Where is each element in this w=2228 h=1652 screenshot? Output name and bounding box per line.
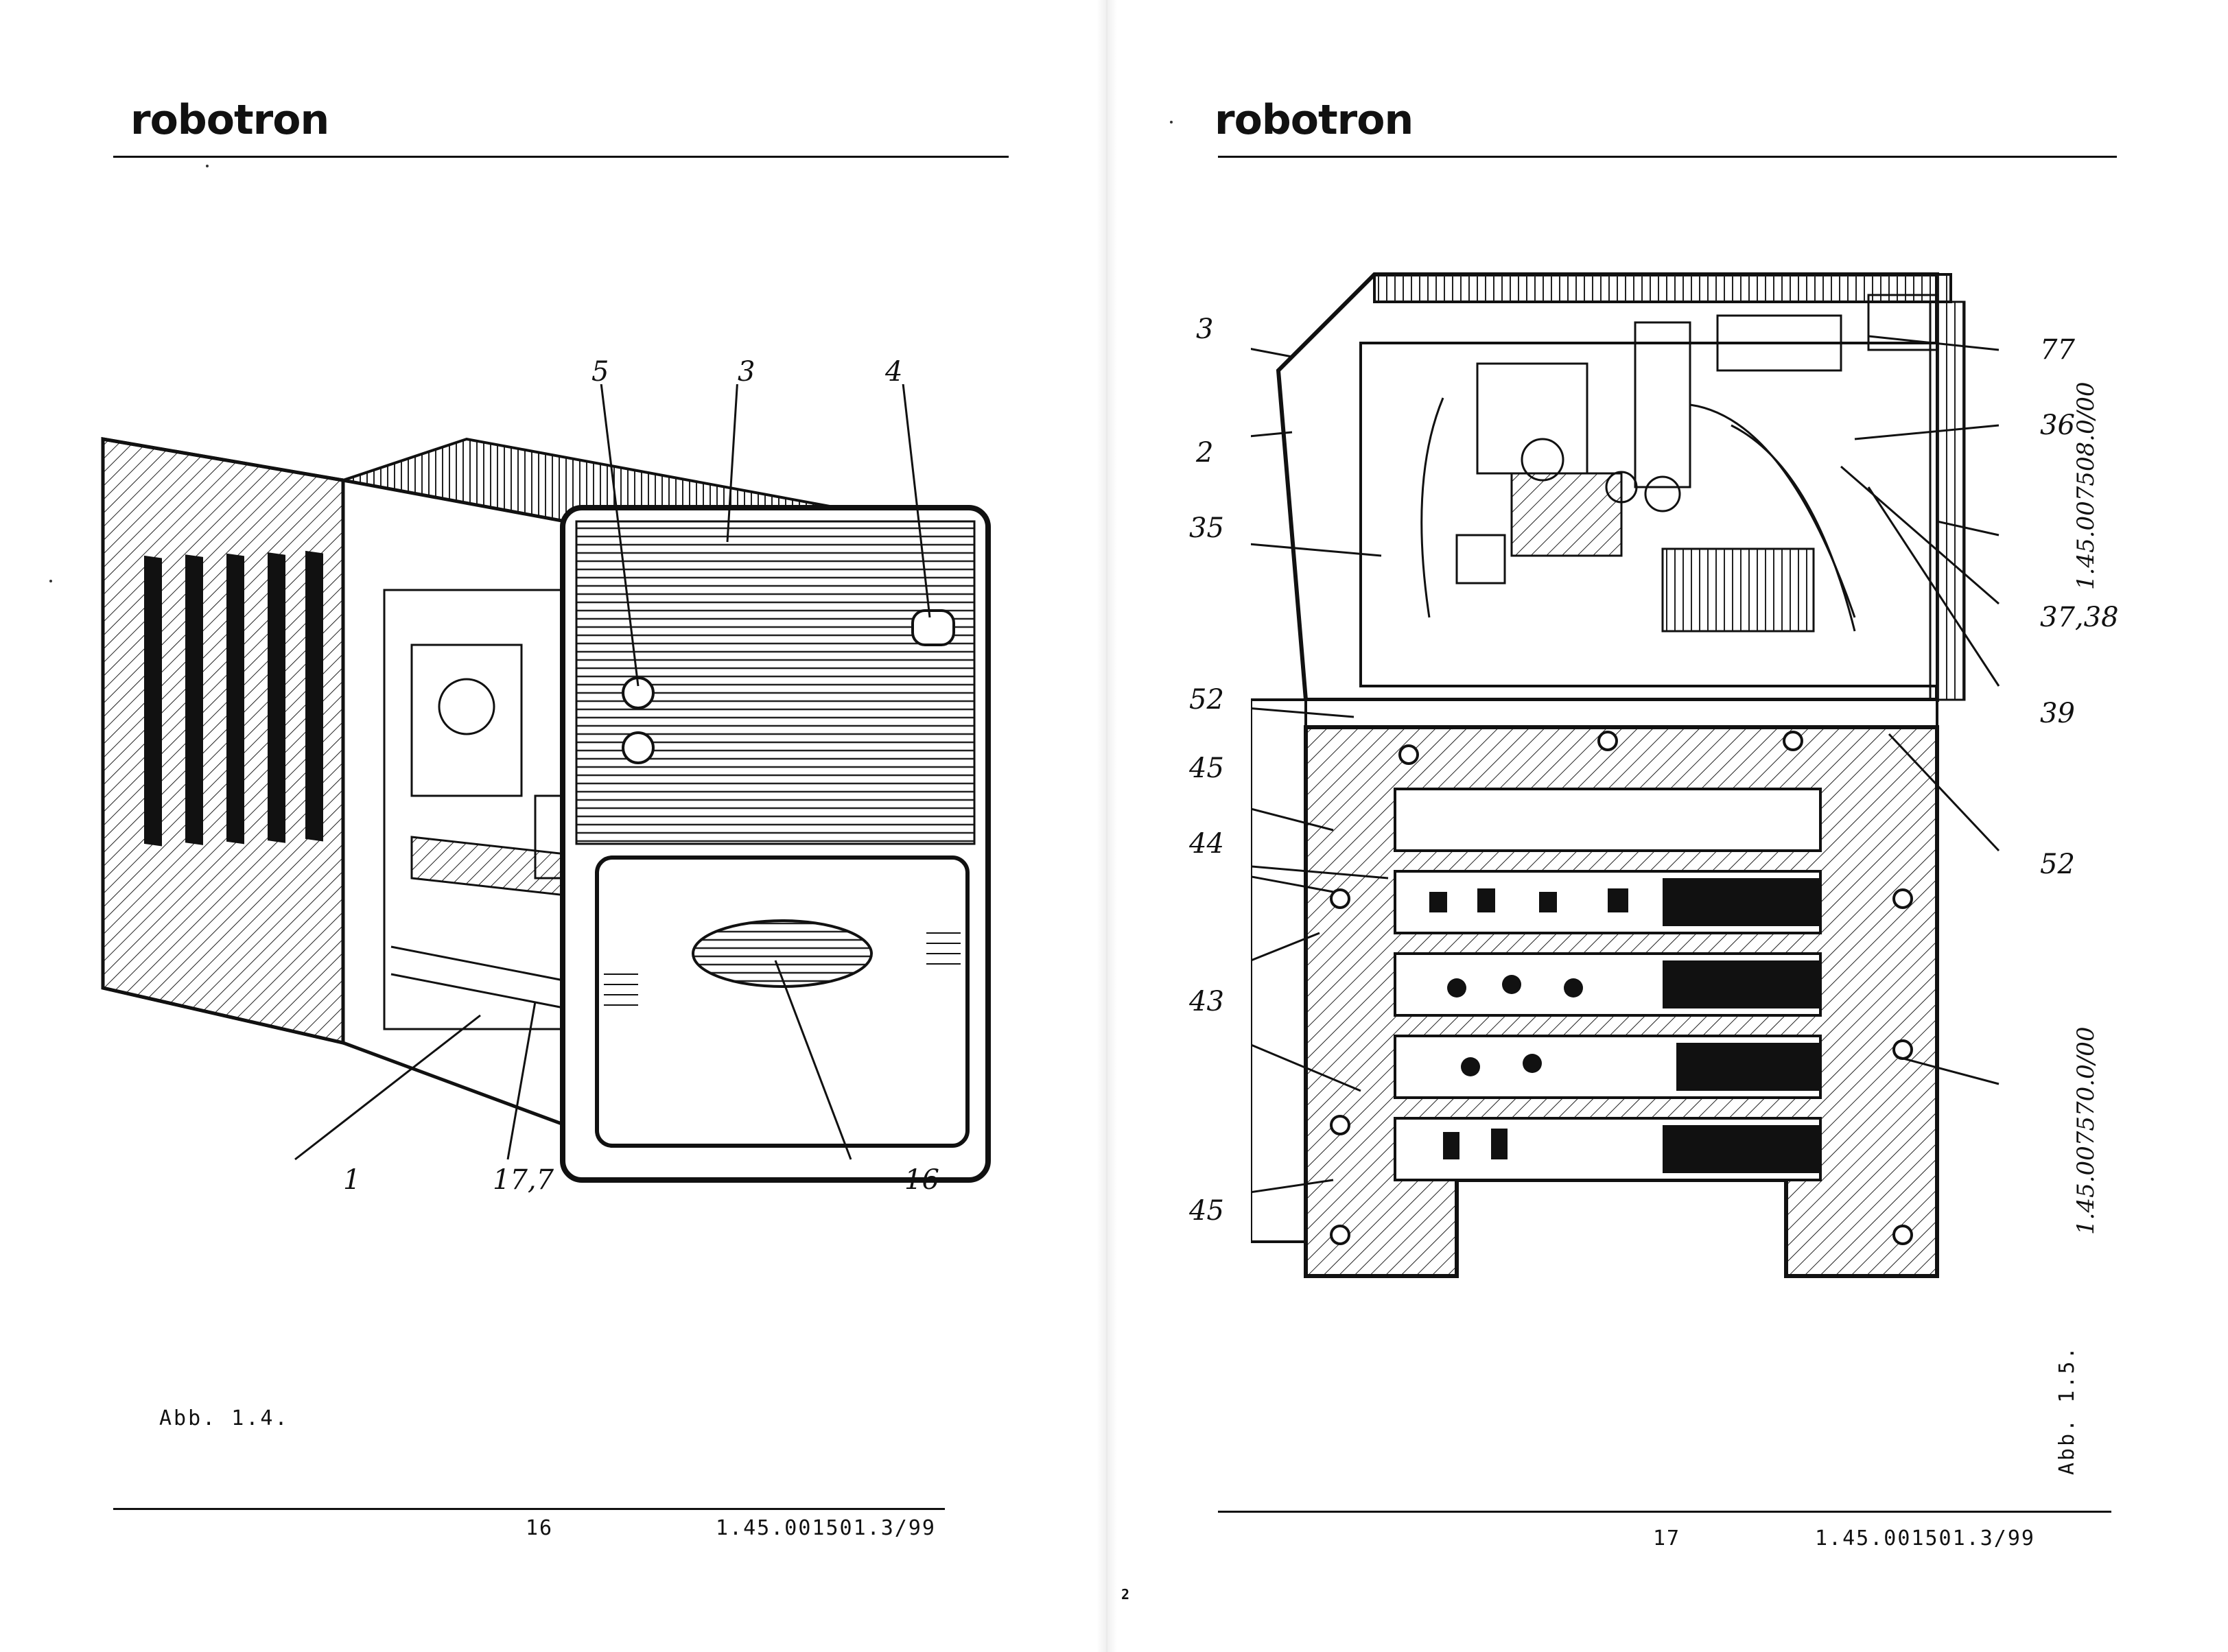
reference-number: 1.45.007570.0/00	[2072, 1026, 2100, 1235]
callout-5: 5	[591, 356, 609, 388]
figure-1-4-illustration	[101, 384, 991, 1183]
figure-caption: Abb. 1.4.	[159, 1406, 290, 1430]
callout-1: 1	[343, 1164, 361, 1196]
callout-17-7: 17,7	[493, 1164, 554, 1196]
callout-77: 77	[2040, 334, 2075, 366]
callout-44: 44	[1189, 828, 1224, 860]
scan-speck	[206, 165, 209, 167]
callout-2: 2	[1196, 437, 1214, 469]
header-rule	[113, 156, 1009, 158]
right-page: robotron	[1114, 0, 2228, 1652]
page-gutter	[1097, 0, 1117, 1652]
callout-36: 36	[2040, 410, 2075, 441]
callout-45: 45	[1189, 1195, 1224, 1227]
figure-1-5-illustration	[1251, 272, 2000, 1278]
callout-37-38: 37,38	[2040, 602, 2119, 633]
callout-39: 39	[2040, 698, 2075, 729]
page-number: 17	[1653, 1526, 1681, 1550]
page-number: 16	[526, 1516, 554, 1540]
callout-4: 4	[885, 356, 903, 388]
callout-35: 35	[1189, 512, 1224, 544]
reference-number: 1.45.007508.0/00	[2072, 381, 2100, 590]
document-number: 1.45.001501.3/99	[1815, 1526, 2035, 1550]
scan-speck	[1170, 121, 1173, 123]
footer-rule	[113, 1508, 945, 1510]
document-number: 1.45.001501.3/99	[716, 1516, 936, 1540]
callout-16: 16	[904, 1164, 939, 1196]
gutter-mark: 2	[1121, 1586, 1130, 1603]
callout-3: 3	[1196, 314, 1214, 345]
brand-logo: robotron	[130, 96, 329, 144]
header-rule	[1218, 156, 2117, 158]
callout-45: 45	[1189, 753, 1224, 784]
figure-caption: Abb. 1.5.	[2055, 1345, 2079, 1475]
callout-43: 43	[1189, 986, 1224, 1017]
callout-52: 52	[1189, 684, 1224, 716]
brand-logo: robotron	[1215, 96, 1414, 144]
callout-3: 3	[738, 356, 755, 388]
callout-52: 52	[2040, 849, 2075, 880]
scan-speck	[49, 580, 52, 582]
left-page: robotron	[0, 0, 1098, 1652]
footer-rule	[1218, 1511, 2111, 1513]
